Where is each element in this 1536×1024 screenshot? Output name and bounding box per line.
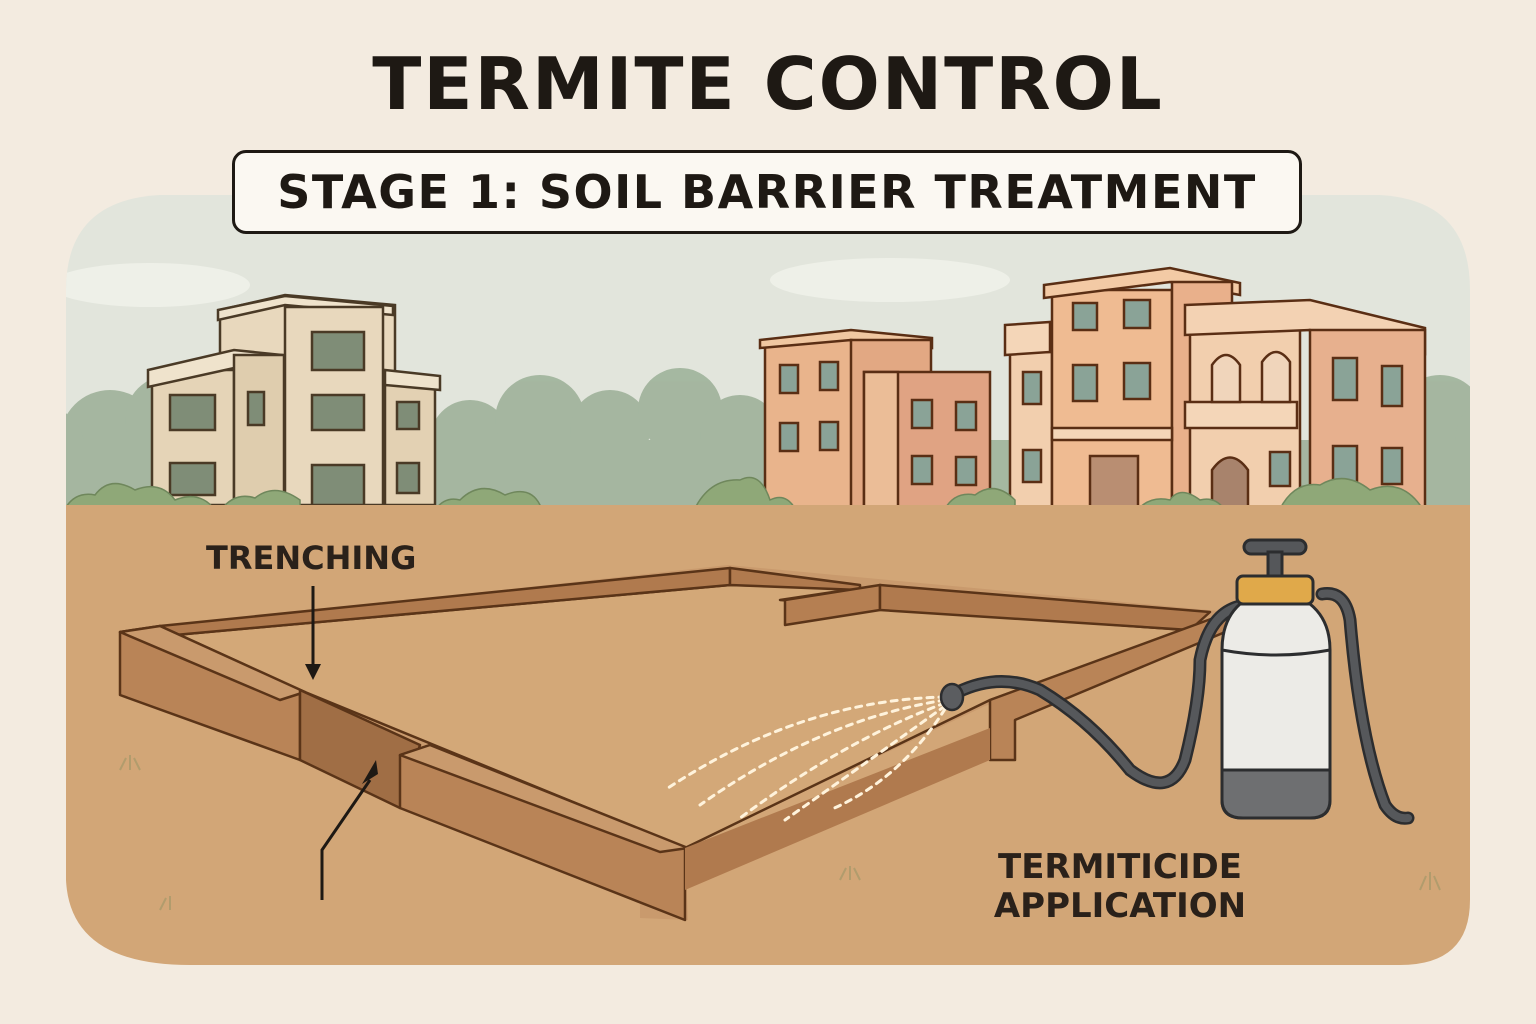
stage-banner: STAGE 1: SOIL BARRIER TREATMENT bbox=[232, 150, 1302, 234]
building-left bbox=[146, 293, 442, 507]
cloud bbox=[66, 263, 250, 307]
perimeter-trench bbox=[118, 565, 1232, 922]
termiticide-application-label: TERMITICIDE APPLICATION bbox=[990, 847, 1250, 927]
spray-stream bbox=[663, 695, 947, 822]
annotation-arrows bbox=[305, 586, 378, 900]
trenching-label: TRENCHING bbox=[206, 539, 417, 577]
stage-label: STAGE 1: SOIL BARRIER TREATMENT bbox=[277, 165, 1257, 219]
termiticide-label-line2: APPLICATION bbox=[993, 886, 1247, 927]
page-title: TERMITE CONTROL bbox=[372, 42, 1164, 126]
trench-pointer-arrow bbox=[320, 779, 372, 900]
spray-nozzle bbox=[939, 682, 965, 712]
termiticide-label-line1: TERMITICIDE bbox=[998, 847, 1242, 887]
building-right bbox=[1003, 266, 1427, 512]
building-middle bbox=[758, 328, 992, 512]
hand-pump-sprayer bbox=[1220, 538, 1332, 820]
cloud bbox=[770, 258, 1010, 302]
